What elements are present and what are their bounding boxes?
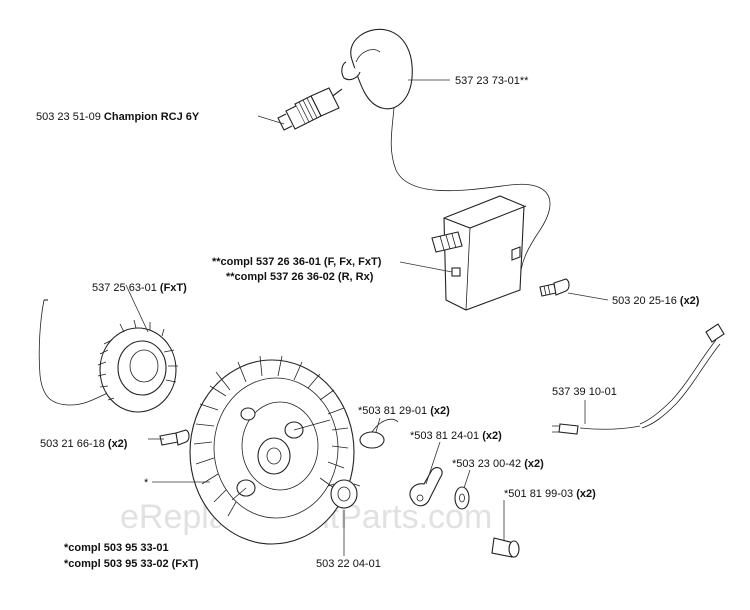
labels: 503 23 51-09 Champion RCJ 6Y 537 23 73-0… xyxy=(36,75,700,570)
label-circlip: *503 81 29-01 (x2) xyxy=(358,405,450,417)
connecting-cable xyxy=(552,323,725,435)
label-pawl-screw: *501 81 99-03 (x2) xyxy=(504,488,596,500)
label-ignition-module-2: **compl 537 26 36-02 (R, Rx) xyxy=(226,271,374,283)
label-pawl: *503 81 24-01 (x2) xyxy=(410,430,502,442)
label-flywheel-1: *compl 503 95 33-01 xyxy=(64,542,169,554)
pawl-screw xyxy=(491,537,520,558)
module-screw xyxy=(539,278,570,297)
label-cable: 537 39 10-01 xyxy=(552,386,617,398)
label-washer: *503 23 00-42 (x2) xyxy=(452,458,544,470)
label-flywheel-star: * xyxy=(144,477,149,489)
spring-clip xyxy=(359,418,399,449)
label-flywheel-2: *compl 503 95 33-02 (FxT) xyxy=(64,558,199,570)
label-plug-cap: 537 23 73-01** xyxy=(455,75,529,87)
label-ignition-module-1: **compl 537 26 36-01 (F, Fx, FxT) xyxy=(212,256,382,268)
starter-pawl xyxy=(409,467,443,507)
stator-screw xyxy=(159,429,190,446)
label-module-screw: 503 20 25-16 (x2) xyxy=(612,295,700,307)
flywheel xyxy=(189,355,355,545)
spark-plug-cap xyxy=(341,28,551,283)
label-nut: 503 22 04-01 xyxy=(316,558,381,570)
label-stator-screw: 503 21 66-18 (x2) xyxy=(40,438,128,450)
stator-coil xyxy=(38,299,178,413)
spark-plug xyxy=(277,87,343,131)
label-stator: 537 25 63-01 (FxT) xyxy=(92,282,187,294)
ignition-module xyxy=(431,195,527,311)
label-spark-plug: 503 23 51-09 Champion RCJ 6Y xyxy=(36,111,200,123)
flywheel-nut xyxy=(327,479,361,509)
leader-lines xyxy=(125,79,609,556)
washer xyxy=(454,486,470,510)
